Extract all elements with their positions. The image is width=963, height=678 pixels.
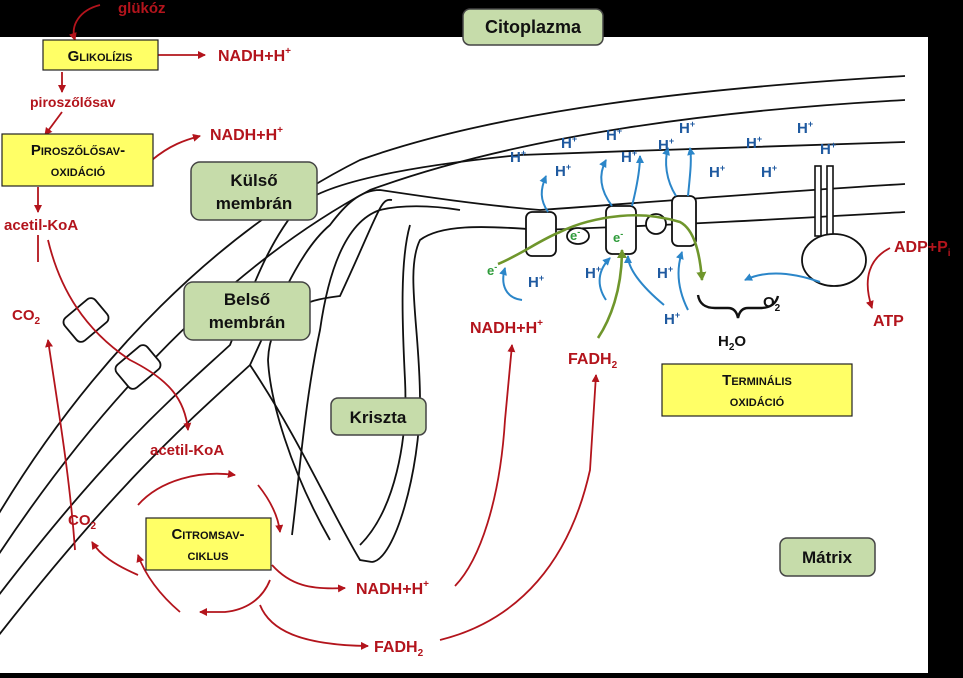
cytoplasm-label: Citoplazma	[485, 17, 582, 37]
terminal-oxidation-label-1: Terminális	[722, 372, 792, 389]
proton-label: H+	[510, 148, 526, 166]
cytochrome-c-icon	[645, 213, 667, 235]
nadh-label-glycolysis: NADH+H+	[218, 46, 291, 65]
nadh-label-pyruvate: NADH+H+	[210, 125, 283, 144]
ubiquinone-icon	[566, 227, 590, 245]
matrix-box: Mátrix	[779, 537, 876, 577]
nadh-label-citric: NADH+H+	[356, 579, 429, 598]
proton-label: H+	[761, 163, 777, 181]
pyruvate-oxidation-label-2: oxidáció	[51, 163, 106, 180]
h2o-label: H2O	[718, 333, 746, 353]
proton-label: H+	[679, 119, 695, 137]
proton-label: H+	[606, 126, 622, 144]
atp-label: ATP	[873, 313, 904, 330]
electron-label: e-	[487, 262, 497, 278]
electron-label: e-	[570, 227, 580, 243]
proton-label: H+	[555, 162, 571, 180]
crista-box: Kriszta	[330, 397, 427, 436]
proton-label: H+	[709, 163, 725, 181]
glucose-label: glükóz	[118, 0, 166, 17]
proton-label: H+	[657, 264, 673, 282]
electron-label: e-	[613, 229, 623, 245]
fadh2-label-citric: FADH2	[374, 639, 424, 659]
citric-acid-cycle-box: Citromsav- ciklus	[145, 517, 272, 571]
inner-membrane-transporter	[114, 344, 162, 390]
complex-i	[525, 211, 557, 257]
proton-label: H+	[561, 134, 577, 152]
outer-membrane-label-2: membrán	[216, 194, 293, 213]
proton-labels-matrix: H+ H+ H+ H+	[528, 264, 680, 328]
proton-label: H+	[585, 264, 601, 282]
electron-flow-arrow-fadh	[596, 249, 627, 339]
inner-membrane-label-2: membrán	[209, 313, 286, 332]
outer-membrane	[0, 75, 906, 555]
atp-synthase-icon	[801, 165, 867, 287]
crista-label: Kriszta	[350, 408, 407, 427]
acetyl-coa-label-top: acetil-KoA	[4, 217, 78, 234]
proton-labels-intermembrane: H+ H+ H+ H+ H+ H+ H+ H+ H+ H+ H+ H+	[510, 119, 836, 181]
proton-arrows	[499, 147, 821, 311]
cytoplasm-box: Citoplazma	[462, 8, 604, 46]
glycolysis-label: Glikolízis	[68, 48, 133, 65]
glycolysis-box: Glikolízis	[42, 39, 159, 71]
inner-membrane-label-1: Belső	[224, 290, 270, 309]
terminal-oxidation-box: Terminális oxidáció	[661, 363, 853, 417]
adp-pi-label: ADP+Pi	[894, 239, 951, 259]
fadh2-label-etc: FADH2	[568, 351, 618, 371]
proton-label: H+	[746, 134, 762, 152]
metabolite-arrows	[34, 4, 891, 650]
proton-label: H+	[820, 140, 836, 158]
proton-label: H+	[621, 148, 637, 166]
outer-membrane-label-1: Külső	[230, 171, 277, 190]
proton-label: H+	[797, 119, 813, 137]
reaction-brace	[696, 294, 780, 319]
outer-membrane-box: Külső membrán	[190, 161, 318, 221]
citric-acid-cycle-label-2: ciklus	[188, 547, 229, 564]
co2-label-top: CO2	[12, 307, 41, 327]
co2-label-bottom: CO2	[68, 512, 97, 532]
proton-label: H+	[658, 136, 674, 154]
citric-acid-cycle-label-1: Citromsav-	[171, 526, 244, 543]
nadh-label-etc: NADH+H+	[470, 318, 543, 337]
proton-label: H+	[528, 273, 544, 291]
acetyl-coa-label-bottom: acetil-KoA	[150, 442, 224, 459]
pyruvate-label: piroszőlősav	[30, 94, 116, 110]
electron-flow-arrow	[497, 213, 707, 281]
proton-label: H+	[664, 310, 680, 328]
pyruvate-oxidation-label-1: Piroszőlősav-	[31, 142, 125, 159]
inner-membrane-box: Belső membrán	[183, 281, 311, 341]
matrix-label: Mátrix	[802, 548, 853, 567]
terminal-oxidation-label-2: oxidáció	[730, 393, 785, 410]
pyruvate-oxidation-box: Piroszőlősav- oxidáció	[1, 133, 154, 187]
